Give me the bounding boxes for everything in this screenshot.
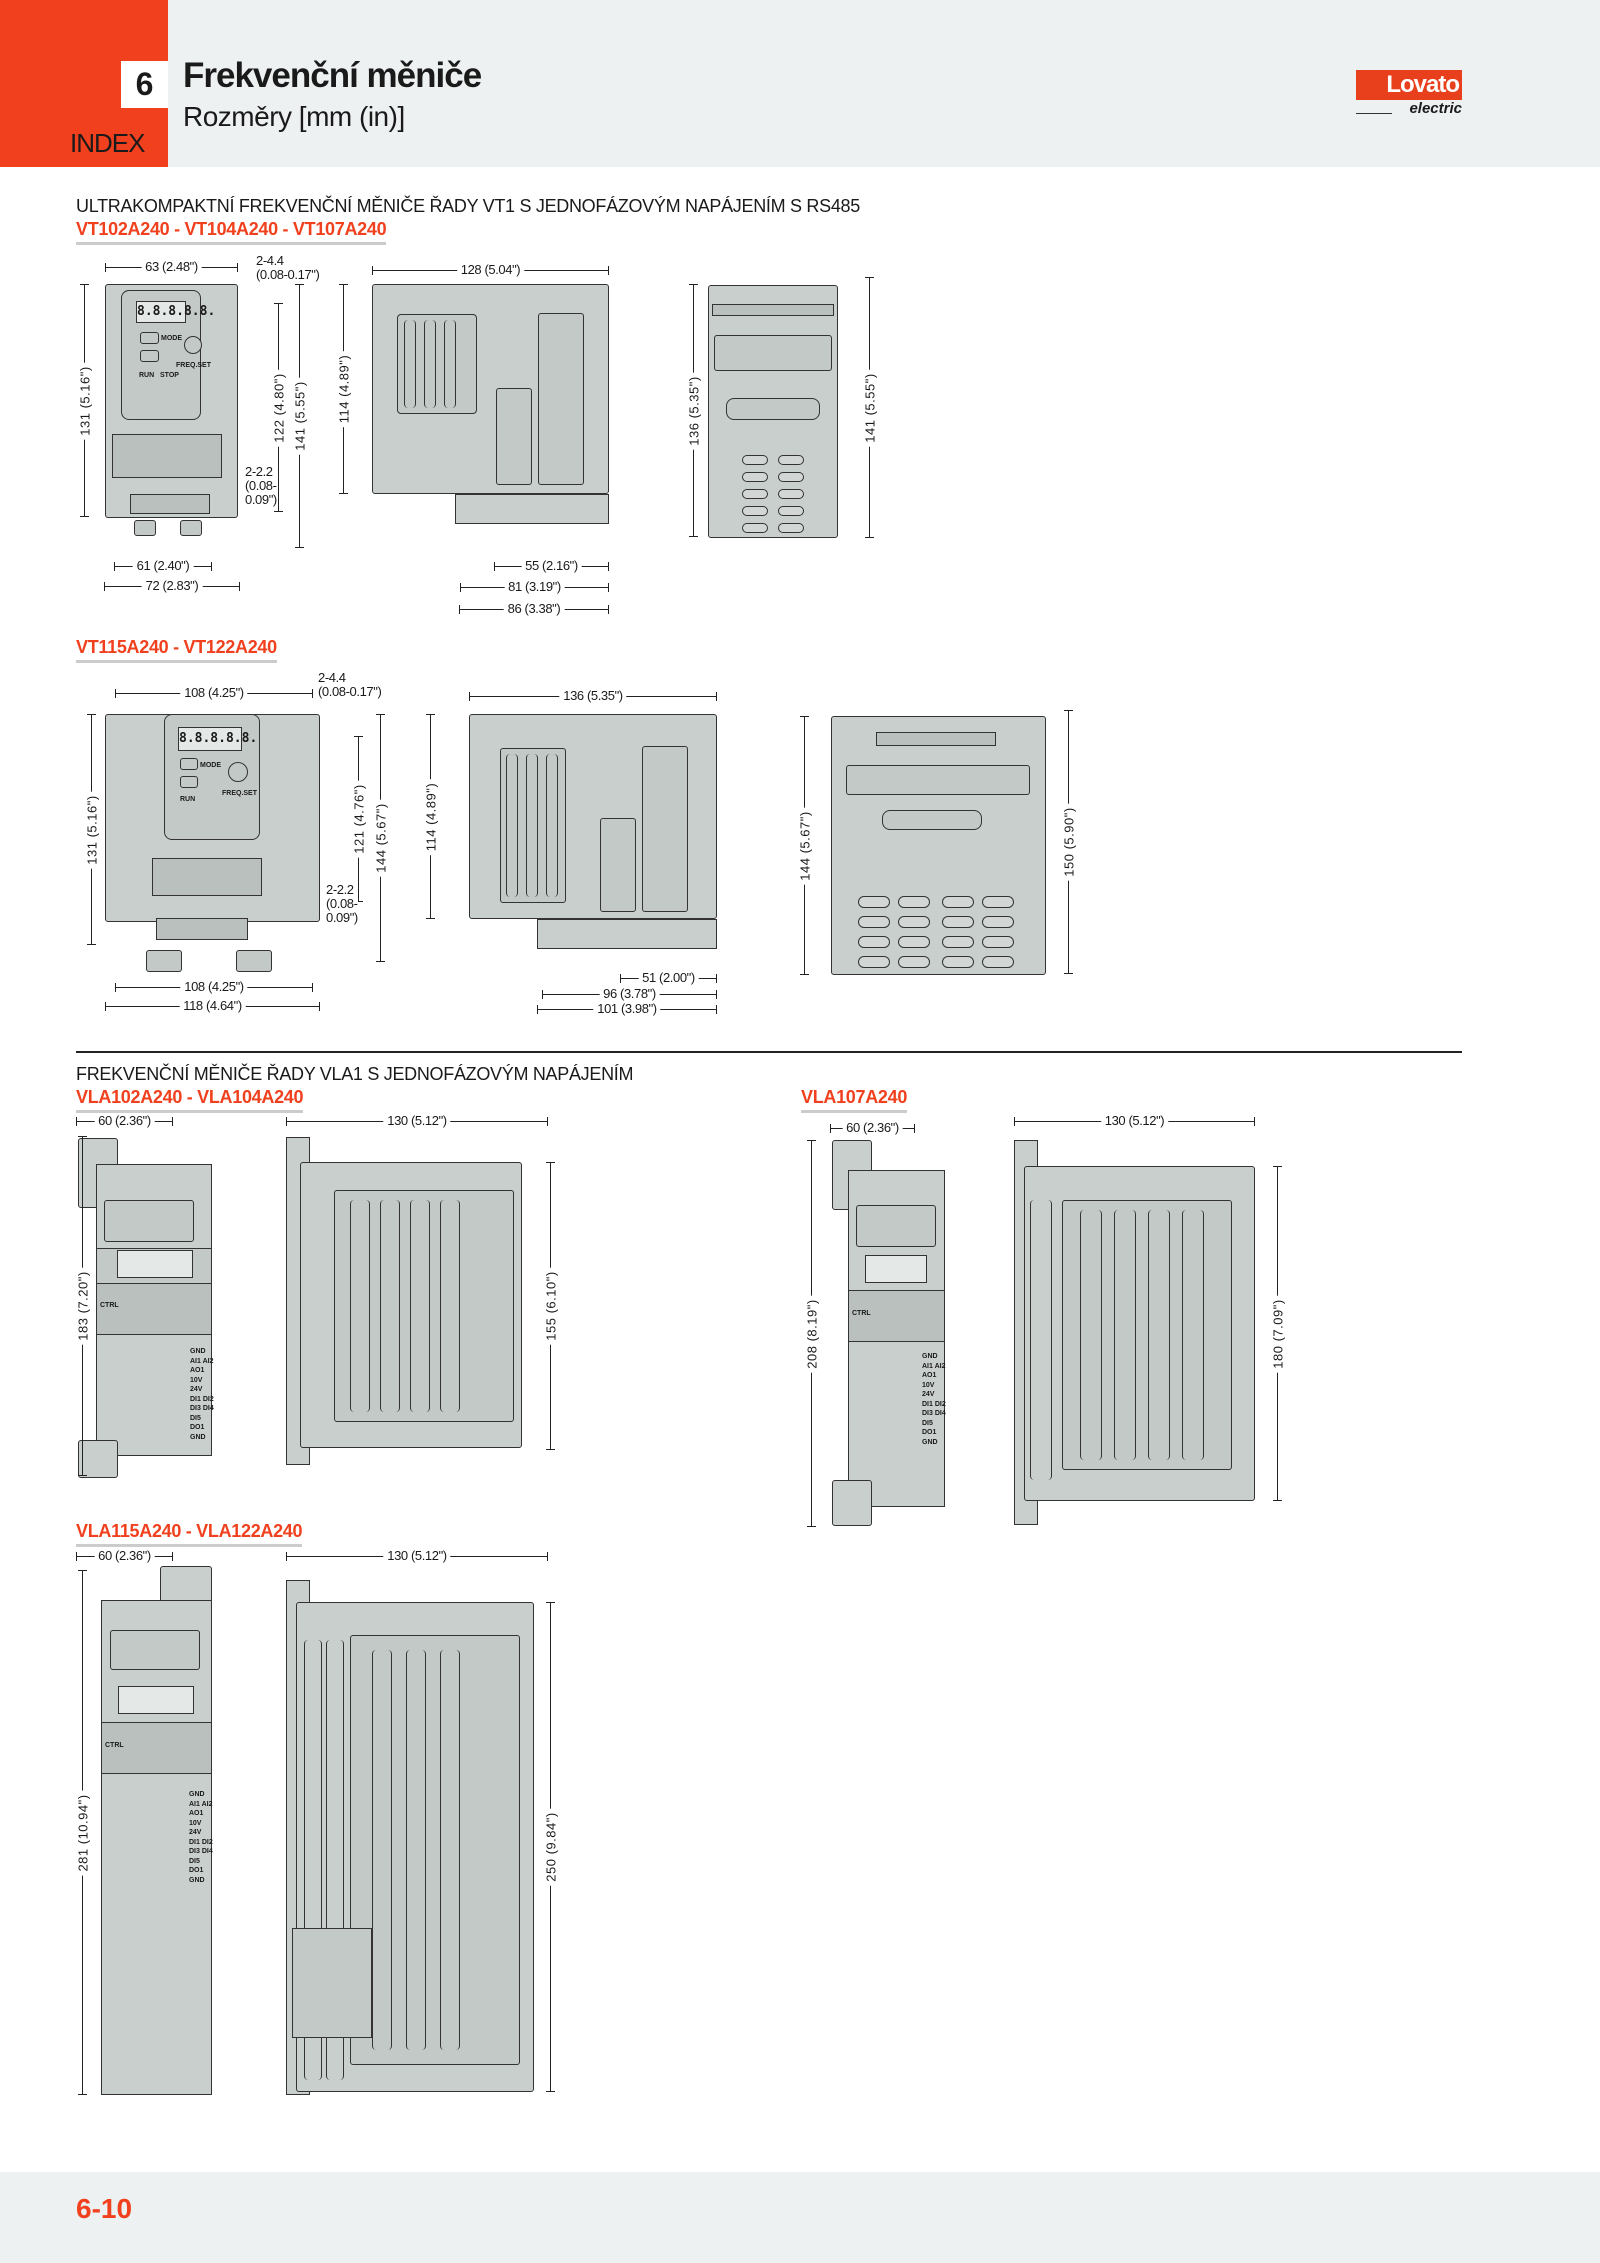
dim-vla-b-side-height: 180 (7.09") bbox=[1270, 1166, 1286, 1501]
terminal-labels: GND AI1 AI2 AO1 10V 24V DI1 DI2 DI3 DI4 … bbox=[189, 1791, 213, 1884]
run-key: RUN bbox=[180, 796, 196, 803]
dim-vla-a-depth: 130 (5.12") bbox=[286, 1113, 548, 1128]
dim-vt-a-total-width: 72 (2.83") bbox=[104, 578, 240, 593]
ctrl-key: CTRL bbox=[852, 1310, 871, 1317]
footer-band bbox=[0, 2172, 1600, 2263]
dim-vt-a-side-height: 114 (4.89") bbox=[336, 284, 352, 494]
display-readout: 8.8.8.8.8. bbox=[178, 727, 257, 751]
dim-vla-a-side-height: 155 (6.10") bbox=[543, 1162, 559, 1450]
dim-vt-b-mount-height: 121 (4.76") bbox=[351, 736, 367, 902]
page-number: 6-10 bbox=[76, 2193, 133, 2224]
dim-vla-c-height: 281 (10.94") bbox=[75, 1570, 91, 2095]
dim-vt-a-rear-total: 141 (5.55") bbox=[862, 277, 878, 538]
dim-vt-b-d1: 51 (2.00") bbox=[620, 970, 717, 985]
dim-vt-a-mount-width: 61 (2.40") bbox=[114, 558, 212, 573]
dim-vt-b-rear-height: 144 (5.67") bbox=[797, 716, 813, 975]
dim-vt-a-side-depth: 128 (5.04") bbox=[372, 262, 609, 277]
model-label-vla-b: VLA107A240 bbox=[801, 1087, 907, 1113]
dim-vt-a-front-width: 63 (2.48") bbox=[105, 259, 238, 274]
chapter-number: 6 bbox=[121, 61, 168, 108]
note-slot: 2-2.2(0.08-0.09") bbox=[326, 882, 358, 925]
dim-vt-b-mount-width: 108 (4.25") bbox=[115, 979, 313, 994]
dim-vla-c-depth: 130 (5.12") bbox=[286, 1548, 548, 1563]
mode-key: MODE bbox=[161, 335, 182, 342]
dim-vla-c-width: 60 (2.36") bbox=[76, 1548, 173, 1563]
dim-vt-b-total-width: 118 (4.64") bbox=[105, 998, 320, 1013]
freq-knob-icon bbox=[184, 336, 202, 354]
dim-vt-a-rear-height: 136 (5.35") bbox=[686, 284, 702, 537]
run-key: RUN bbox=[139, 372, 155, 379]
note-hole: 2-4.4(0.08-0.17") bbox=[318, 670, 382, 699]
logo-brand: Lovato bbox=[1356, 70, 1462, 100]
terminal-labels: GND AI1 AI2 AO1 10V 24V DI1 DI2 DI3 DI4 … bbox=[190, 1348, 214, 1441]
mode-key: MODE bbox=[200, 762, 221, 769]
dim-vla-a-width: 60 (2.36") bbox=[76, 1113, 173, 1128]
ctrl-key: CTRL bbox=[105, 1742, 124, 1749]
dim-vt-a-d2: 81 (3.19") bbox=[460, 579, 609, 594]
stop-key: STOP bbox=[160, 372, 179, 379]
terminal-labels: GND AI1 AI2 AO1 10V 24V DI1 DI2 DI3 DI4 … bbox=[922, 1353, 946, 1446]
dim-vt-b-rear-total: 150 (5.90") bbox=[1061, 710, 1077, 974]
model-label-vla-a: VLA102A240 - VLA104A240 bbox=[76, 1087, 304, 1113]
dim-vt-a-front-height: 131 (5.16") bbox=[77, 284, 93, 517]
page-title: Frekvenční měniče bbox=[183, 56, 482, 95]
display-readout: 8.8.8.8.8. bbox=[136, 301, 215, 323]
dim-vt-b-front-height: 131 (5.16") bbox=[84, 714, 100, 945]
dim-vt-b-d2: 96 (3.78") bbox=[542, 986, 717, 1001]
model-label-vt-b: VT115A240 - VT122A240 bbox=[76, 637, 277, 663]
model-label-vla-c: VLA115A240 - VLA122A240 bbox=[76, 1521, 303, 1547]
dim-vt-b-side-depth: 136 (5.35") bbox=[469, 688, 717, 703]
index-link[interactable]: INDEX bbox=[70, 128, 145, 158]
lovato-logo: Lovato electric bbox=[1356, 70, 1462, 117]
section-heading-vla1: FREKVENČNÍ MĚNIČE ŘADY VLA1 S JEDNOFÁZOV… bbox=[76, 1064, 634, 1084]
dim-vla-a-height: 183 (7.20") bbox=[75, 1136, 91, 1476]
header-band bbox=[0, 0, 1600, 167]
section-heading-vt1: ULTRAKOMPAKTNÍ FREKVENČNÍ MĚNIČE ŘADY VT… bbox=[76, 196, 860, 216]
dim-vt-a-d1: 55 (2.16") bbox=[494, 558, 609, 573]
dim-vt-b-total-height: 144 (5.67") bbox=[373, 714, 389, 962]
dim-vt-b-front-width: 108 (4.25") bbox=[115, 685, 313, 700]
dim-vt-a-total-height: 141 (5.55") bbox=[292, 284, 308, 548]
dim-vt-a-mount-height: 122 (4.80") bbox=[271, 303, 287, 512]
ctrl-key: CTRL bbox=[100, 1302, 119, 1309]
dim-vt-a-d3: 86 (3.38") bbox=[459, 601, 609, 616]
freq-label: FREQ.SET bbox=[222, 790, 258, 797]
dim-vla-b-width: 60 (2.36") bbox=[830, 1120, 915, 1135]
dim-vla-b-height: 208 (8.19") bbox=[804, 1140, 820, 1527]
note-hole: 2-4.4(0.08-0.17") bbox=[256, 253, 320, 282]
logo-sub: electric bbox=[1356, 100, 1462, 117]
dim-vt-b-side-height: 114 (4.89") bbox=[423, 714, 439, 919]
model-label-vt-a: VT102A240 - VT104A240 - VT107A240 bbox=[76, 219, 387, 245]
freq-knob-icon bbox=[228, 762, 248, 782]
dim-vla-c-side-height: 250 (9.84") bbox=[543, 1602, 559, 2092]
freq-label: FREQ.SET bbox=[176, 362, 212, 369]
note-slot: 2-2.2(0.08-0.09") bbox=[245, 464, 277, 507]
page-subtitle: Rozměry [mm (in)] bbox=[183, 101, 405, 132]
dim-vt-b-d3: 101 (3.98") bbox=[537, 1001, 717, 1016]
section-divider bbox=[76, 1051, 1462, 1053]
dim-vla-b-depth: 130 (5.12") bbox=[1014, 1113, 1255, 1128]
